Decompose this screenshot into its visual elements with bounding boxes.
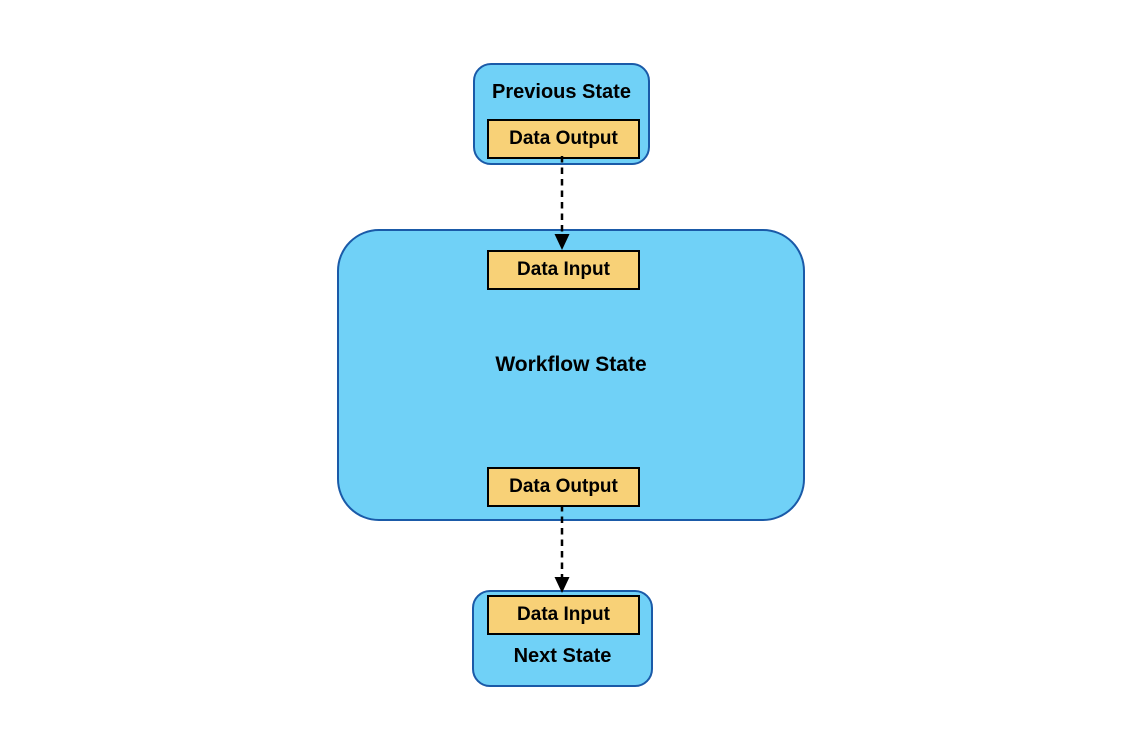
node-next-state: Data Input Next State (472, 590, 653, 687)
previous-state-label: Previous State (492, 81, 631, 103)
next-state-label: Next State (513, 645, 612, 667)
port-workflow-data-input: Data Input (487, 250, 640, 290)
port-next-data-input: Data Input (487, 595, 640, 635)
workflow-state-label: Workflow State (495, 353, 647, 376)
port-workflow-data-output: Data Output (487, 467, 640, 507)
node-workflow-state: Data Input Workflow State Data Output (337, 229, 805, 521)
port-previous-data-output: Data Output (487, 119, 640, 159)
node-previous-state: Previous State Data Output (473, 63, 650, 165)
